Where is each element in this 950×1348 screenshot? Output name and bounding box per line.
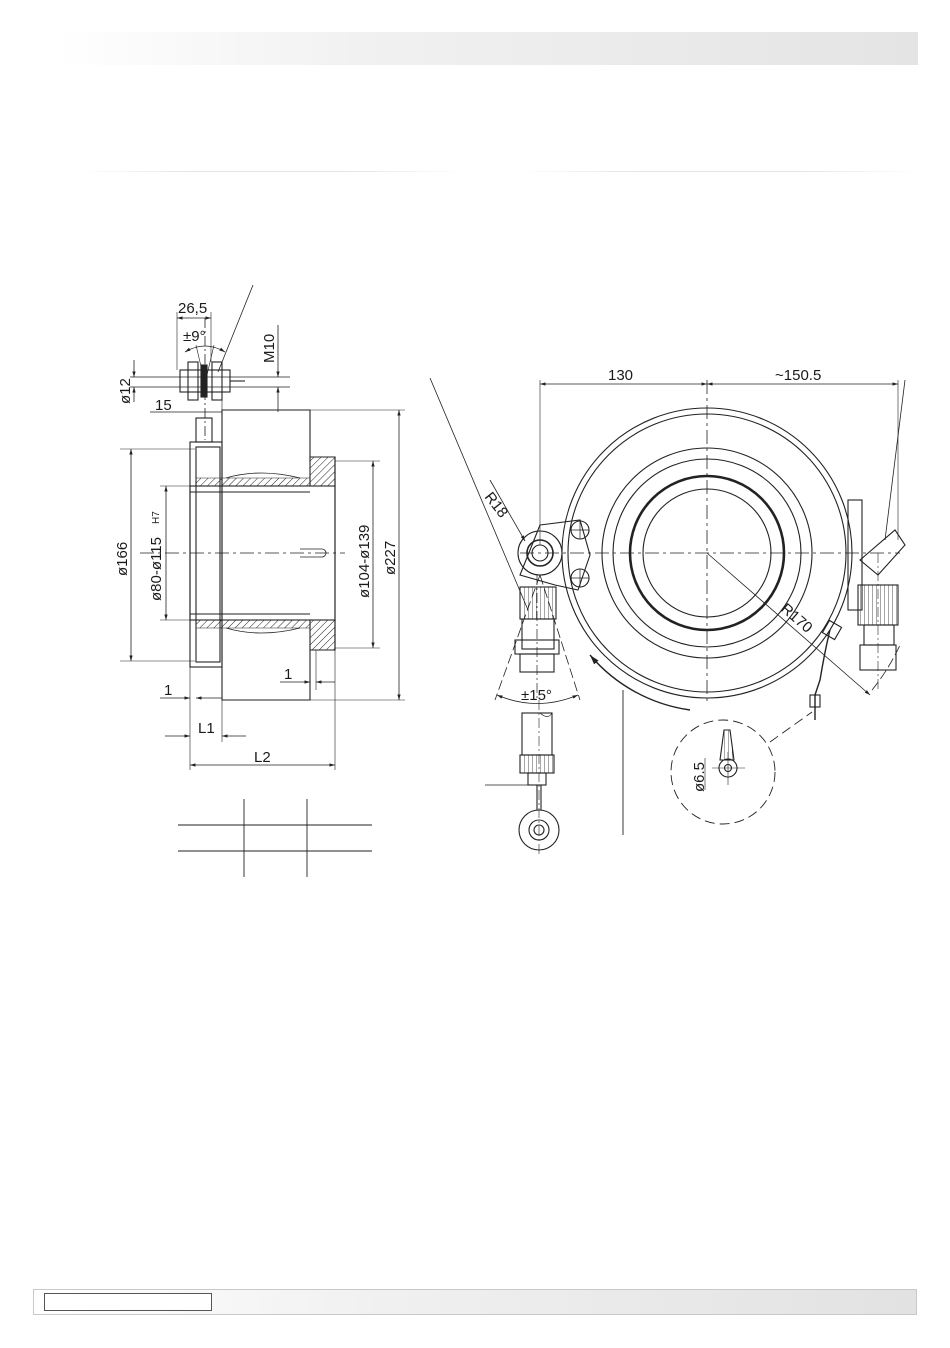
dim-bore-tolerance: H7: [151, 511, 162, 524]
dim-150-5: ~150.5: [775, 367, 821, 384]
dim-angle-15: ±15°: [521, 687, 552, 704]
footer-box: [44, 1293, 212, 1311]
dim-d12: ø12: [117, 378, 134, 404]
dim-hub: ø104-ø139: [356, 525, 373, 598]
dim-130: 130: [608, 367, 633, 384]
dim-m10: M10: [261, 334, 278, 363]
dim-d227: ø227: [382, 541, 399, 575]
dim-d166: ø166: [114, 542, 131, 576]
dim-bore: ø80-ø115: [148, 537, 165, 601]
dim-1-right: 1: [284, 666, 292, 683]
dim-l2: L2: [254, 749, 271, 766]
dim-d6-5: ø6.5: [691, 762, 708, 792]
dim-r18: R18: [481, 489, 511, 521]
dim-angle-9: ±9°: [183, 328, 206, 345]
dim-1-left: 1: [164, 682, 172, 699]
front-view: [430, 378, 905, 855]
dim-15: 15: [155, 397, 172, 414]
dim-l1: L1: [198, 720, 215, 737]
dim-26-5: 26,5: [178, 300, 207, 317]
